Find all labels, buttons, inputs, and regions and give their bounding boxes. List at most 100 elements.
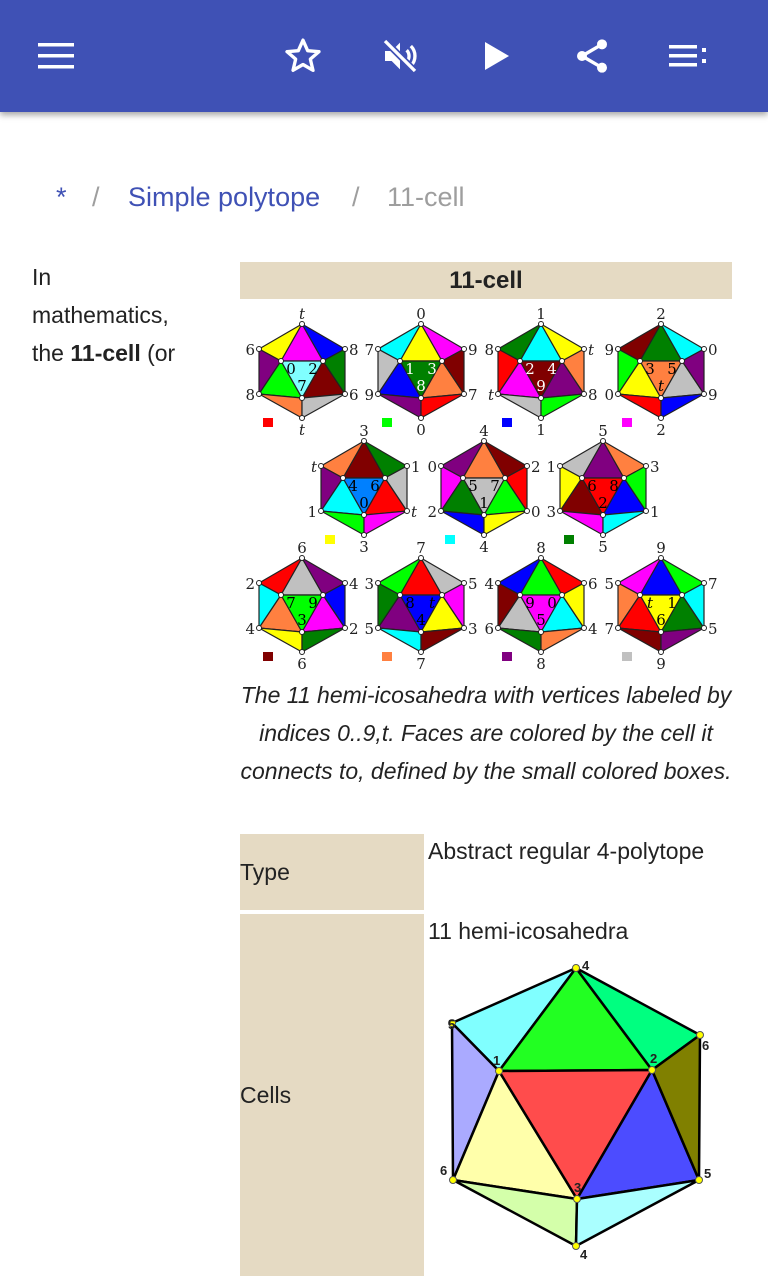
cell-color-box bbox=[445, 535, 455, 544]
vertex bbox=[361, 438, 367, 444]
cell-color-box bbox=[263, 418, 273, 427]
playlist-icon[interactable] bbox=[662, 30, 714, 82]
vertex bbox=[643, 463, 649, 469]
vertex-label: 2 bbox=[427, 503, 437, 521]
vertex bbox=[524, 463, 530, 469]
vertex-label: 7 bbox=[416, 655, 426, 670]
face bbox=[623, 465, 647, 512]
face bbox=[420, 393, 465, 419]
share-icon[interactable] bbox=[566, 30, 618, 82]
vertex-label: 6 bbox=[297, 539, 307, 557]
vertex bbox=[481, 512, 487, 518]
vertex bbox=[361, 532, 367, 538]
face bbox=[497, 627, 542, 653]
vertex-label: 4 bbox=[479, 538, 489, 556]
cell-color-box bbox=[382, 418, 392, 427]
vertex-label: 3 bbox=[546, 503, 556, 521]
vertex bbox=[278, 358, 284, 364]
face bbox=[660, 393, 705, 419]
vertex-label: 4 bbox=[484, 575, 494, 593]
vertex-label: 1 bbox=[650, 503, 660, 521]
face bbox=[420, 627, 465, 653]
infobox-value-type: Abstract regular 4-polytope bbox=[428, 838, 705, 864]
vertex bbox=[342, 391, 348, 397]
vertex bbox=[701, 580, 707, 586]
vertex bbox=[299, 321, 305, 327]
vertex bbox=[418, 395, 424, 401]
vertex bbox=[615, 346, 621, 352]
face bbox=[363, 510, 408, 536]
vertex bbox=[299, 555, 305, 561]
vertex bbox=[679, 358, 685, 364]
cell-color-box bbox=[502, 418, 512, 427]
vertex bbox=[460, 475, 466, 481]
vertex bbox=[320, 358, 326, 364]
face bbox=[377, 393, 422, 419]
vertex bbox=[375, 580, 381, 586]
vertex-label: 3 bbox=[468, 620, 478, 638]
breadcrumb-separator: / bbox=[92, 182, 100, 212]
face bbox=[559, 510, 604, 536]
vertex bbox=[502, 475, 508, 481]
vertex bbox=[340, 475, 346, 481]
inner-label: 6 bbox=[587, 477, 597, 495]
vertex bbox=[658, 649, 664, 655]
vertex bbox=[256, 391, 262, 397]
figure-caption: The 11 hemi-icosahedra with vertices lab… bbox=[240, 682, 732, 784]
vertex bbox=[299, 649, 305, 655]
vertex-label: 2 bbox=[349, 620, 359, 638]
vertex bbox=[439, 358, 445, 364]
vertex bbox=[538, 629, 544, 635]
vertex bbox=[538, 555, 544, 561]
vertex-label: 2 bbox=[656, 421, 666, 439]
vertex bbox=[318, 463, 324, 469]
face bbox=[301, 627, 346, 653]
vertex bbox=[495, 391, 501, 397]
inner-label: 2 bbox=[598, 494, 608, 512]
vertex-label: t bbox=[588, 341, 595, 359]
cell-color-box bbox=[382, 652, 392, 661]
text: the bbox=[32, 340, 71, 366]
volume-off-icon[interactable] bbox=[374, 30, 426, 82]
vertex-label: 6 bbox=[484, 620, 494, 638]
vertex-label: 6 bbox=[588, 575, 598, 593]
inner-label: 9 bbox=[536, 377, 546, 395]
inner-label: 4 bbox=[416, 611, 426, 629]
vertex bbox=[495, 346, 501, 352]
vertex-label: 5 bbox=[598, 422, 608, 440]
star-icon[interactable] bbox=[277, 30, 329, 82]
vertex-label: 7 bbox=[364, 341, 374, 359]
play-icon[interactable] bbox=[471, 30, 523, 82]
inner-label: 0 bbox=[286, 360, 296, 378]
vertex-label: 0 bbox=[416, 421, 426, 439]
vertex-label: t bbox=[299, 305, 306, 323]
vertex bbox=[461, 625, 467, 631]
face bbox=[681, 582, 705, 629]
vertex bbox=[375, 346, 381, 352]
vertex-label: 1 bbox=[411, 458, 421, 476]
breadcrumb-parent[interactable]: Simple polytope bbox=[128, 182, 321, 212]
cell-color-box bbox=[564, 535, 574, 544]
face bbox=[440, 510, 485, 536]
vertex-label: 0 bbox=[604, 386, 614, 404]
face bbox=[301, 393, 346, 419]
vertex-label: 9 bbox=[604, 341, 614, 359]
vertex bbox=[418, 629, 424, 635]
breadcrumb-home[interactable]: * bbox=[56, 182, 67, 212]
vertex bbox=[342, 346, 348, 352]
vertex-label: 6 bbox=[245, 341, 255, 359]
app-bar bbox=[0, 0, 768, 112]
vertex bbox=[637, 592, 643, 598]
vertex-label: t bbox=[299, 421, 306, 439]
face bbox=[441, 348, 465, 395]
text: (or bbox=[140, 340, 176, 366]
term-bold: 11-cell bbox=[70, 340, 141, 366]
vertex-label: 3 bbox=[359, 422, 369, 440]
vertex bbox=[299, 629, 305, 635]
menu-icon[interactable] bbox=[30, 30, 82, 82]
